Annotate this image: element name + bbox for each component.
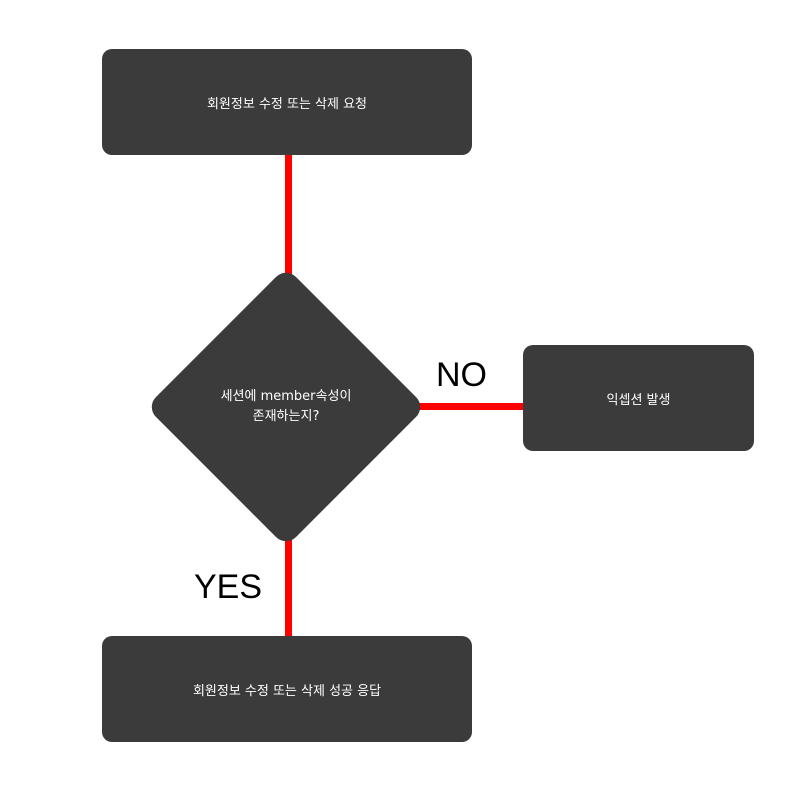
start-node: 회원정보 수정 또는 삭제 요청 xyxy=(102,49,472,155)
exception-node: 익셉션 발생 xyxy=(523,345,754,451)
exception-node-label: 익셉션 발생 xyxy=(606,392,671,408)
edge-label-yes: YES xyxy=(194,568,263,606)
edge-label-no: NO xyxy=(436,356,487,394)
success-node-label: 회원정보 수정 또는 삭제 성공 응답 xyxy=(192,683,382,699)
success-node: 회원정보 수정 또는 삭제 성공 응답 xyxy=(102,636,472,742)
decision-node-label-line2: 존재하는지? xyxy=(252,409,320,424)
start-node-label: 회원정보 수정 또는 삭제 요청 xyxy=(206,96,368,112)
connector-start-to-decision xyxy=(285,154,292,278)
connector-decision-to-success xyxy=(285,536,292,637)
decision-node-label-line1: 세션에 member속성이 xyxy=(220,389,352,404)
decision-node-label: 세션에 member속성이 존재하는지? xyxy=(156,378,416,436)
connector-decision-to-exception xyxy=(414,403,525,410)
